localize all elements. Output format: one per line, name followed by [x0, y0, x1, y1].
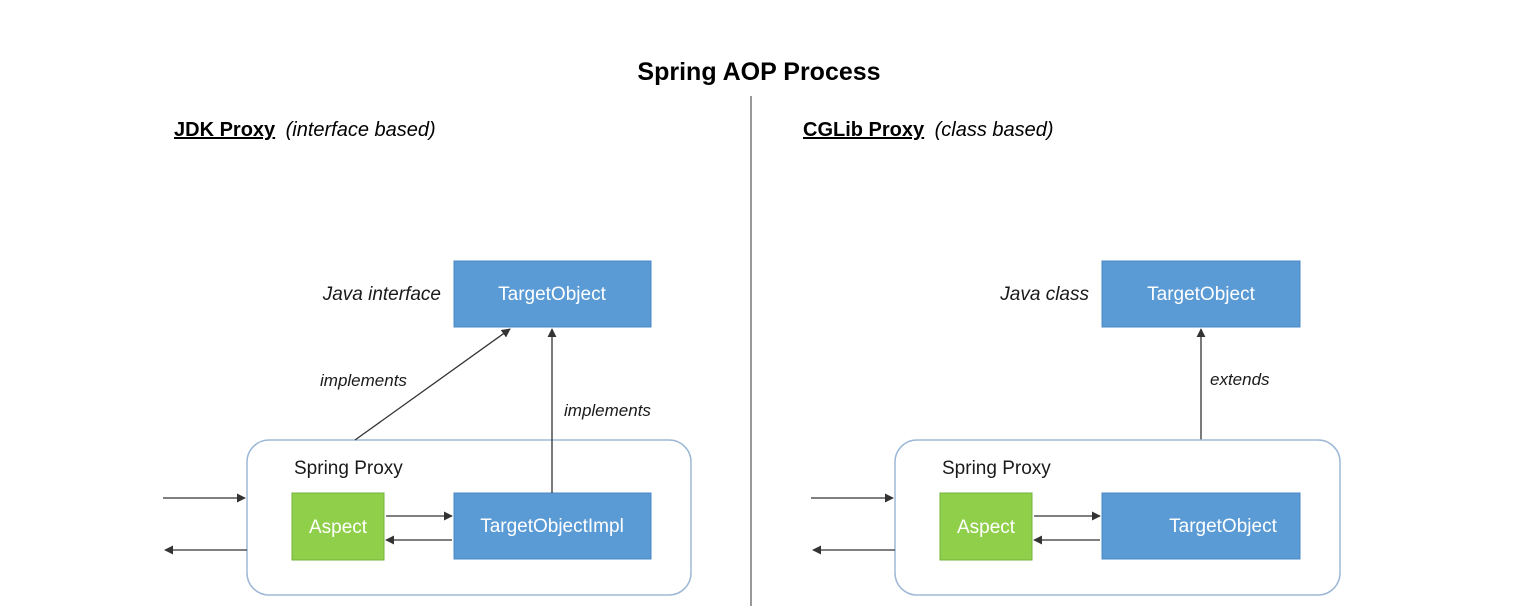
spring-proxy-label: Spring Proxy	[294, 458, 403, 479]
cglib-spring-proxy-label: Spring Proxy	[942, 458, 1051, 479]
implements-vertical-label: implements	[564, 401, 651, 420]
cglib-proxy-section: CGLib Proxy (class based) Java class Tar…	[803, 119, 1341, 596]
jdk-proxy-heading-italic: (interface based)	[286, 119, 436, 141]
cglib-aspect-box	[939, 492, 1033, 561]
implements-diagonal-label: implements	[320, 371, 407, 390]
extends-label: extends	[1210, 370, 1270, 389]
target-object-impl-box	[453, 492, 652, 560]
jdk-proxy-section: JDK Proxy (interface based) Java interfa…	[163, 119, 692, 596]
implements-diagonal-arrow	[354, 328, 511, 441]
aspect-label: Aspect	[309, 517, 368, 538]
aspect-box	[291, 492, 385, 561]
target-object-impl-label: TargetObjectImpl	[480, 516, 624, 537]
jdk-proxy-heading-bold: JDK Proxy	[174, 119, 276, 141]
java-class-label: Java class	[999, 284, 1089, 305]
target-object-class-box	[1101, 260, 1301, 328]
cglib-target-object-label: TargetObject	[1169, 516, 1277, 537]
cglib-proxy-heading: CGLib Proxy (class based)	[803, 119, 1054, 141]
jdk-proxy-heading: JDK Proxy (interface based)	[174, 119, 436, 141]
cglib-proxy-heading-bold: CGLib Proxy	[803, 119, 925, 141]
target-object-class-label: TargetObject	[1147, 284, 1255, 305]
cglib-aspect-label: Aspect	[957, 517, 1016, 538]
target-object-interface-box	[453, 260, 652, 328]
target-object-interface-label: TargetObject	[498, 284, 606, 305]
java-interface-label: Java interface	[322, 284, 441, 305]
cglib-target-object-box	[1101, 492, 1301, 560]
cglib-proxy-heading-italic: (class based)	[935, 119, 1054, 141]
diagram-title: Spring AOP Process	[637, 58, 880, 86]
